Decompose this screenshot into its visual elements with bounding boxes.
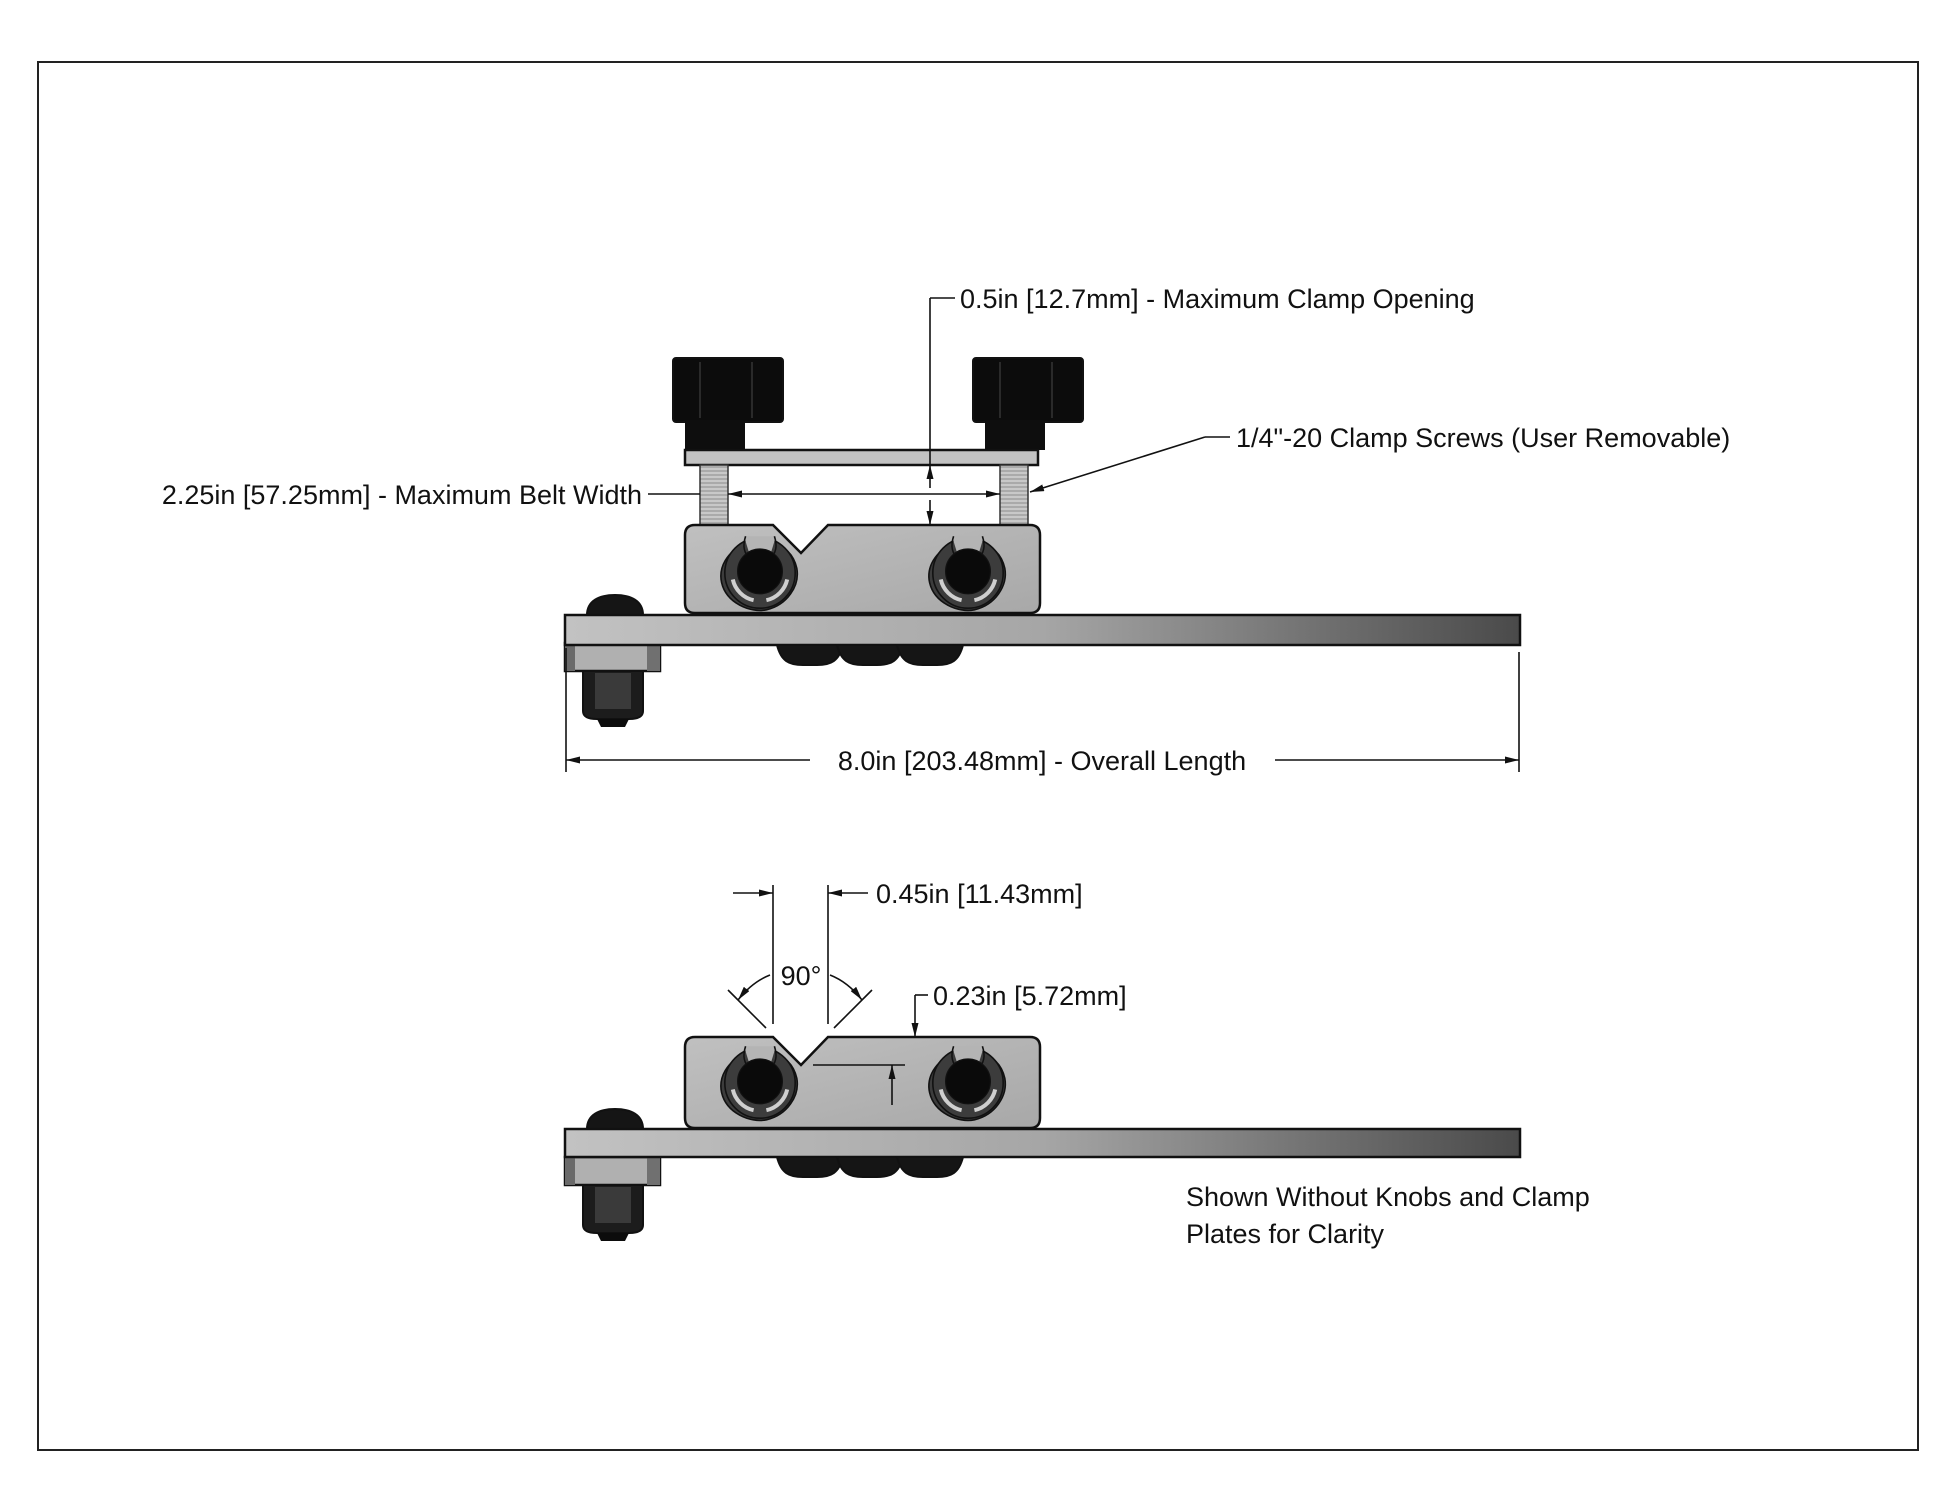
v-groove-width-label: 0.45in [11.43mm] bbox=[876, 879, 1083, 909]
base-bar bbox=[563, 613, 1522, 647]
drawing-border bbox=[37, 61, 1919, 1451]
base-bar-lower bbox=[563, 1127, 1522, 1159]
bottom-button-screws bbox=[776, 644, 964, 666]
clamp-plate bbox=[683, 448, 1040, 467]
v-groove-depth-dimension: 0.23in [5.72mm] bbox=[813, 981, 1127, 1105]
clarity-note-line-2: Plates for Clarity bbox=[1186, 1219, 1385, 1249]
v-groove-depth-label: 0.23in [5.72mm] bbox=[933, 981, 1127, 1011]
clamp-screws-label: 1/4"-20 Clamp Screws (User Removable) bbox=[1236, 423, 1730, 453]
left-clamp-screw bbox=[699, 464, 729, 526]
right-clamp-screw bbox=[999, 464, 1029, 526]
clamp-opening-dimension: 0.5in [12.7mm] - Maximum Clamp Opening bbox=[926, 284, 1475, 525]
left-knob bbox=[672, 357, 784, 450]
clamp-screws-callout: 1/4"-20 Clamp Screws (User Removable) bbox=[1029, 423, 1730, 493]
lower-view: 0.45in [11.43mm] 90° 0.23in [5.72mm] Sho… bbox=[563, 879, 1590, 1249]
overall-length-label: 8.0in [203.48mm] - Overall Length bbox=[838, 746, 1246, 776]
belt-width-dimension: 2.25in [57.25mm] - Maximum Belt Width bbox=[162, 480, 1000, 510]
v-groove-width-dimension: 0.45in [11.43mm] bbox=[733, 879, 1083, 1024]
v-groove-angle-label: 90° bbox=[781, 961, 822, 991]
overall-length-dimension: 8.0in [203.48mm] - Overall Length bbox=[565, 648, 1520, 776]
clamp-opening-label: 0.5in [12.7mm] - Maximum Clamp Opening bbox=[960, 284, 1475, 314]
belt-width-label: 2.25in [57.25mm] - Maximum Belt Width bbox=[162, 480, 642, 510]
clarity-note-line-1: Shown Without Knobs and Clamp bbox=[1186, 1182, 1590, 1212]
right-knob bbox=[972, 357, 1084, 450]
v-groove-angle-dimension: 90° bbox=[727, 961, 873, 1029]
bottom-button-screws-lower bbox=[776, 1156, 964, 1178]
upper-view: 0.5in [12.7mm] - Maximum Clamp Opening 1… bbox=[162, 284, 1730, 776]
